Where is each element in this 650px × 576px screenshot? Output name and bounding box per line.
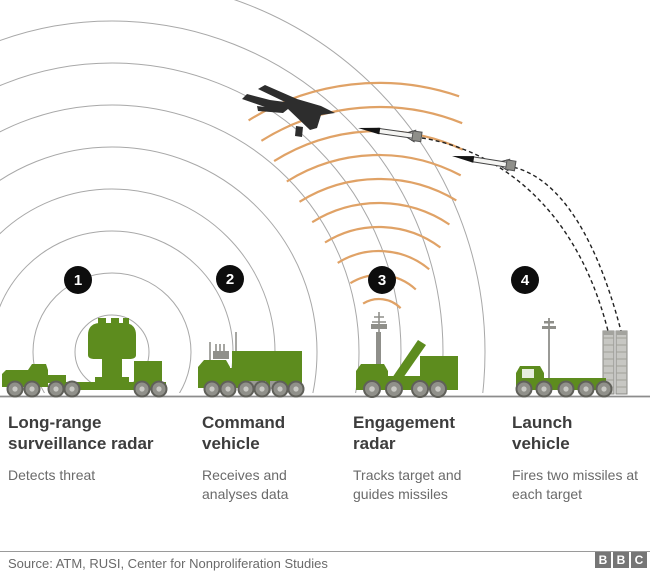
surveillance-radar-vehicle-icon [2,318,168,398]
item-description: Tracks target and guides missiles [353,467,462,502]
item-description: Receives and analyses data [202,467,289,502]
engagement-arcs-icon [248,81,464,309]
engagement-radar-vehicle-icon [356,312,458,398]
step-badge-2: 2 [216,265,244,293]
item-description: Fires two missiles at each target [512,467,639,502]
label-column-launch-vehicle: Launch vehicle Fires two missiles at eac… [512,412,650,504]
label-column-surveillance-radar: Long-range surveillance radar Detects th… [8,412,198,485]
launch-vehicle-icon [515,318,628,398]
diagram-scene [0,0,650,398]
surveillance-rings-icon [0,0,486,393]
missile-icon [358,127,423,143]
bbc-logo: B B C [595,552,647,568]
item-description: Detects threat [8,467,96,483]
missile-trajectory-lines [421,137,622,332]
item-title: Command vehicle [202,413,286,453]
label-column-engagement-radar: Engagement radar Tracks target and guide… [353,412,495,504]
footer-divider [0,551,650,552]
command-vehicle-icon [198,332,305,398]
aircraft-icon [242,85,335,137]
step-badge-1: 1 [64,266,92,294]
bbc-logo-letter: C [631,552,647,568]
source-attribution: Source: ATM, RUSI, Center for Nonprolife… [8,556,328,571]
step-badge-4: 4 [511,266,539,294]
item-title: Launch vehicle [512,413,573,453]
item-title: Engagement radar [353,413,456,453]
bbc-logo-letter: B [595,552,611,568]
label-column-command-vehicle: Command vehicle Receives and analyses da… [202,412,334,504]
missile-icon [452,156,517,172]
bbc-logo-letter: B [613,552,629,568]
launch-tubes-icon [602,330,628,395]
item-title: Long-range surveillance radar [8,413,154,453]
step-badge-3: 3 [368,266,396,294]
